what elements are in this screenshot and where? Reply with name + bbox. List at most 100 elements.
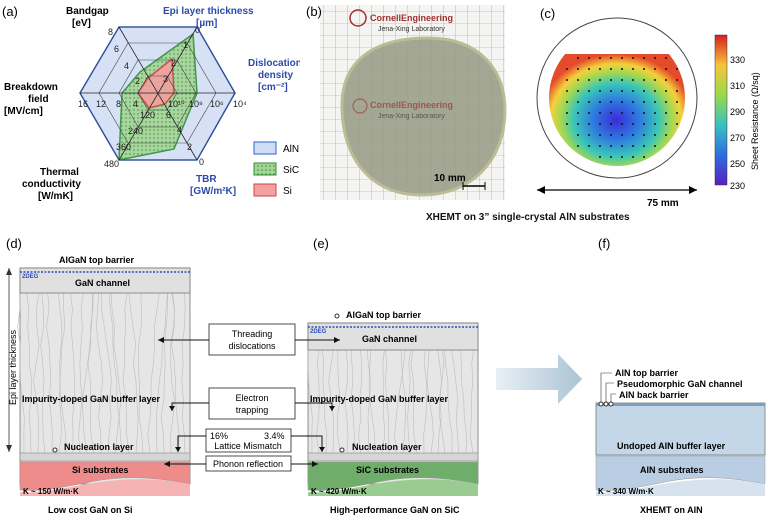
d-caption: Low cost GaN on Si bbox=[48, 505, 133, 515]
dislocation-line bbox=[337, 344, 341, 454]
measurement-point bbox=[566, 79, 568, 81]
callout-arrows bbox=[158, 339, 340, 465]
dislocation-line bbox=[87, 290, 95, 454]
measurement-point bbox=[676, 68, 678, 70]
tick: 6 bbox=[166, 110, 171, 120]
measurement-point bbox=[665, 112, 667, 114]
measurement-points bbox=[566, 57, 678, 158]
measurement-point bbox=[610, 145, 612, 147]
measurement-point bbox=[643, 112, 645, 114]
axis-epi: Epi layer thickness bbox=[163, 6, 254, 17]
measurement-point bbox=[654, 90, 656, 92]
callouts bbox=[205, 323, 296, 472]
measurement-point bbox=[577, 68, 579, 70]
measurement-point bbox=[610, 123, 612, 125]
tick: 10⁸ bbox=[189, 99, 203, 109]
dislocation-line bbox=[69, 290, 75, 453]
dislocation-line bbox=[384, 344, 390, 454]
measurement-point bbox=[632, 156, 634, 158]
dislocation-line bbox=[26, 290, 33, 454]
tick: 0 bbox=[199, 157, 204, 167]
tick: 6 bbox=[114, 44, 119, 54]
measurement-point bbox=[588, 145, 590, 147]
measurement-point bbox=[588, 101, 590, 103]
measurement-point bbox=[599, 123, 601, 125]
tick: 480 bbox=[104, 159, 119, 169]
measurement-point bbox=[654, 145, 656, 147]
measurement-point bbox=[643, 90, 645, 92]
dislocation-line bbox=[101, 290, 112, 454]
measurement-point bbox=[610, 156, 612, 158]
measurement-point bbox=[577, 101, 579, 103]
measurement-point bbox=[676, 79, 678, 81]
panels-def: (d) (e) (f) AlGaN top barrier 2DEG GaN c… bbox=[0, 230, 768, 520]
e-substrate: SiC substrates bbox=[356, 465, 419, 475]
measurement-point bbox=[610, 112, 612, 114]
tick: 10⁶ bbox=[210, 99, 224, 109]
measurement-point bbox=[632, 134, 634, 136]
dislocation-line bbox=[79, 290, 88, 454]
dislocation-line bbox=[57, 290, 63, 454]
measurement-point bbox=[621, 134, 623, 136]
cornell-seal bbox=[349, 9, 367, 27]
axis-breakdown-unit: [MV/cm] bbox=[4, 106, 43, 117]
dislocation-line bbox=[394, 344, 407, 454]
axis-thermal-unit: [W/mK] bbox=[38, 191, 73, 202]
measurement-point bbox=[621, 123, 623, 125]
dislocation-line bbox=[423, 344, 427, 454]
dislocation-line bbox=[128, 290, 139, 454]
measurement-point bbox=[632, 145, 634, 147]
measurement-point bbox=[610, 101, 612, 103]
measurement-point bbox=[632, 101, 634, 103]
colorbar-ticks: 330 310 290 270 250 230 bbox=[730, 55, 745, 191]
measurement-point bbox=[665, 123, 667, 125]
f-barrier: AlN top barrier bbox=[615, 368, 679, 378]
dislocation-line bbox=[444, 344, 453, 453]
dislocation-line bbox=[111, 290, 123, 454]
panel-a: (a) 8 6 4 2 0 1 2 3 10⁴ 10 bbox=[0, 0, 302, 230]
measurement-point bbox=[676, 123, 678, 125]
dislocation-line bbox=[33, 290, 40, 454]
logo-line2: Jena-Xing Laboratory bbox=[378, 26, 445, 33]
panel-b: CornellEngineering Jena-Xing Laboratory … bbox=[300, 0, 510, 205]
measurement-point bbox=[621, 68, 623, 70]
d-barrier: AlGaN top barrier bbox=[59, 255, 135, 265]
dislocation-line bbox=[368, 344, 376, 454]
dislocation-line bbox=[122, 290, 130, 454]
d-substrate: Si substrates bbox=[72, 465, 129, 475]
measurement-point bbox=[621, 112, 623, 114]
measurement-point bbox=[665, 101, 667, 103]
dislocation-line bbox=[147, 290, 160, 454]
measurement-point bbox=[665, 68, 667, 70]
measurement-point bbox=[599, 68, 601, 70]
radar-ticks: 8 6 4 2 0 1 2 3 10⁴ 10⁶ 10⁸ 10¹⁰ 0 2 4 6… bbox=[78, 25, 247, 169]
e-k: K ~ 420 W/m·K bbox=[311, 487, 367, 496]
panel-b-label: (b) bbox=[306, 4, 322, 19]
legend-sic-swatch bbox=[253, 162, 277, 176]
axis-thermal-2: conductivity bbox=[22, 179, 81, 190]
d-buffer: Impurity-doped GaN buffer layer bbox=[22, 394, 161, 404]
dislocation-line bbox=[344, 344, 349, 454]
tick: 240 bbox=[128, 126, 143, 136]
measurement-point bbox=[588, 57, 590, 59]
f-back: AlN back barrier bbox=[619, 390, 689, 400]
mismatch-label: Lattice Mismatch bbox=[214, 441, 282, 451]
dislocation-line bbox=[138, 290, 144, 454]
layer-stacks: (d) (e) (f) AlGaN top barrier 2DEG GaN c… bbox=[6, 236, 766, 515]
dislocation-line bbox=[328, 344, 335, 454]
dislocation-line bbox=[426, 344, 434, 454]
measurement-point bbox=[577, 134, 579, 136]
measurement-point bbox=[577, 79, 579, 81]
measurement-point bbox=[610, 57, 612, 59]
d-side-label: Epi layer thickness bbox=[8, 329, 18, 405]
dislocation-line bbox=[407, 344, 412, 454]
bc-caption: XHEMT on 3” single-crystal AlN substrate… bbox=[426, 212, 630, 223]
stack-f bbox=[595, 402, 766, 496]
tick: 4 bbox=[133, 99, 138, 109]
measurement-point bbox=[566, 123, 568, 125]
panel-c: (c) 330 310 290 270 250 230 Sheet Resist… bbox=[510, 0, 768, 215]
dislocation-line bbox=[381, 344, 386, 454]
d-nucleation: Nucleation layer bbox=[64, 442, 134, 452]
tick: 10¹⁰ bbox=[168, 99, 185, 109]
legend-si: Si bbox=[283, 186, 292, 197]
